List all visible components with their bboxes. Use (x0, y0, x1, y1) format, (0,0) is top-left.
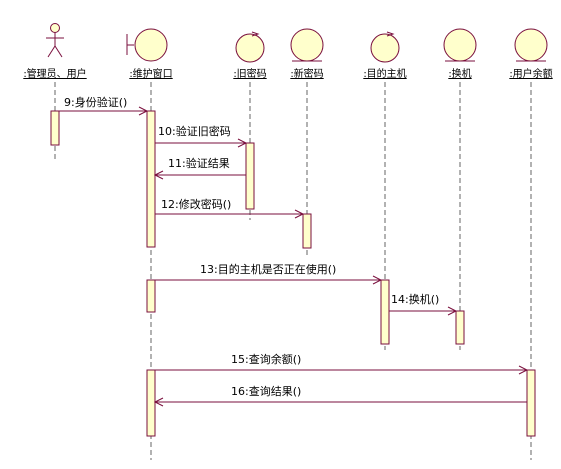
message-label: 9:身份验证() (64, 95, 127, 109)
message-16: 16:查询结果() (153, 384, 527, 407)
message-label: 12:修改密码() (161, 197, 231, 211)
control-icon (370, 31, 400, 63)
control-icon (235, 31, 265, 63)
activation-oldpwd (245, 142, 255, 210)
activation-balance (526, 369, 536, 437)
message-10: 10:验证旧密码 (155, 124, 248, 148)
activation-host (380, 279, 390, 345)
message-label: 15:查询余额() (231, 352, 301, 366)
message-12: 12:修改密码() (155, 197, 305, 219)
participant-label-host: :目的主机 (363, 67, 406, 80)
boundary-icon (126, 28, 168, 62)
entity-icon (514, 28, 548, 62)
participant-label-balance: :用户余额 (509, 67, 552, 80)
participant-label-window: :维护窗口 (129, 67, 172, 80)
entity-icon (290, 28, 324, 62)
activation-window-1 (146, 110, 156, 248)
activation-window-2 (146, 279, 156, 313)
message-label: 13:目的主机是否正在使用() (200, 262, 336, 276)
message-label: 10:验证旧密码 (158, 124, 231, 138)
participant-label-user: :管理员、用户 (23, 67, 86, 80)
message-15: 15:查询余额() (155, 352, 529, 375)
participant-labels: :管理员、用户 :维护窗口 :旧密码 :新密码 :目的主机 :换机 :用户余额 (23, 67, 552, 80)
message-13: 13:目的主机是否正在使用() (155, 262, 383, 285)
activation-user (50, 110, 60, 146)
entity-icon (443, 28, 477, 62)
activations (50, 110, 536, 437)
message-label: 14:换机() (391, 292, 439, 306)
actor-icon (46, 23, 64, 58)
message-label: 16:查询结果() (231, 384, 301, 398)
message-label: 11:验证结果 (168, 156, 230, 170)
participant-label-oldpwd: :旧密码 (233, 67, 266, 80)
activation-switch (455, 310, 465, 345)
participant-label-switch: :换机 (448, 67, 471, 80)
activation-newpwd (302, 213, 312, 249)
message-9: 9:身份验证() (59, 95, 149, 116)
activation-window-3 (146, 369, 156, 437)
message-14: 14:换机() (389, 292, 458, 316)
participant-label-newpwd: :新密码 (290, 67, 323, 80)
message-11: 11:验证结果 (153, 156, 246, 180)
